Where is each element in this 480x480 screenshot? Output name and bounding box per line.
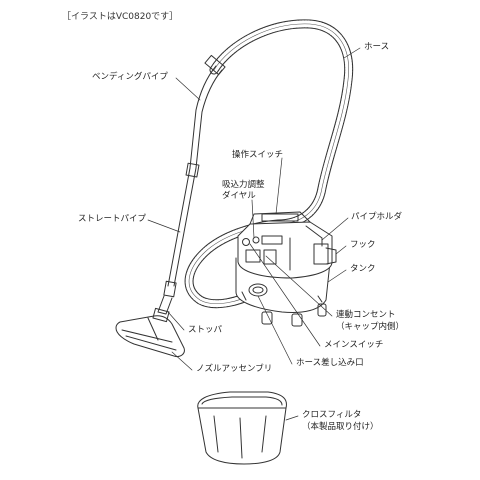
leader-hose-inlet (257, 295, 293, 365)
label-main-switch: メインスイッチ (324, 340, 384, 350)
label-operation-switch: 操作スイッチ (232, 150, 284, 160)
label-bending-pipe: ベンディングパイプ (92, 72, 168, 82)
leader-operation-switch (275, 157, 283, 215)
leader-straight-pipe (147, 219, 181, 233)
leader-outlet (265, 255, 333, 317)
illustration-caption: ［イラストはVC0820です］ (62, 12, 179, 22)
label-nozzle-assembly: ノズルアッセンブリ (196, 364, 273, 374)
label-hose-inlet: ホース差し込み口 (296, 358, 364, 368)
label-tank: タンク (350, 264, 376, 274)
label-outlet-1: 連動コンセント (336, 310, 396, 320)
label-outlet-2: （キャップ内側） (336, 322, 405, 332)
leader-bending-pipe (175, 77, 201, 101)
cloth-filter (197, 391, 287, 465)
leader-hose (343, 47, 361, 59)
label-cloth-filter-2: （本製品取り付け） (302, 422, 379, 432)
straight-pipe (163, 162, 200, 298)
bending-pipe (189, 54, 226, 169)
label-suction-adjust-2: ダイヤル (222, 191, 256, 201)
stopper (152, 295, 173, 323)
leader-hook (335, 245, 347, 255)
leader-main-switch (249, 243, 321, 347)
vacuum-body (235, 211, 337, 327)
leader-pipe-holder (321, 217, 349, 241)
label-cloth-filter-1: クロスフィルタ (302, 410, 362, 420)
leader-tank (327, 269, 347, 283)
leader-cloth-filter (285, 415, 299, 421)
leader-nozzle-assembly (171, 351, 193, 371)
hose (184, 19, 354, 309)
label-hose: ホース (364, 42, 390, 52)
label-hook: フック (350, 240, 376, 250)
label-pipe-holder: パイプホルダ (351, 212, 403, 222)
label-suction-adjust-1: 吸込力調整 (222, 180, 265, 190)
nozzle-assembly (115, 315, 185, 357)
leader-stopper (167, 311, 185, 331)
leader-suction-adjust (251, 199, 255, 239)
label-straight-pipe: ストレートパイプ (78, 214, 147, 224)
label-stopper: ストッパ (188, 325, 223, 335)
leader-lines (147, 47, 361, 421)
